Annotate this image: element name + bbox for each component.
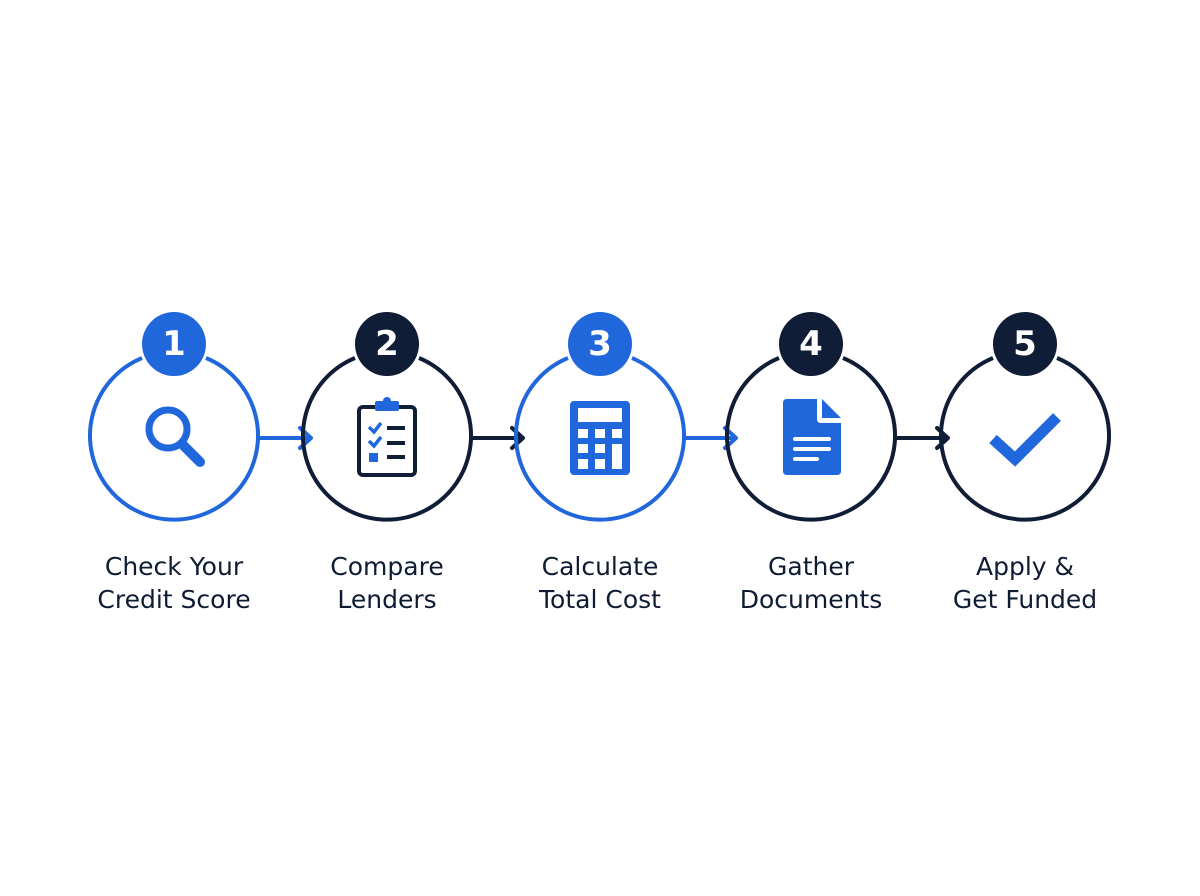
- step-5: 5 Apply &Get Funded: [915, 312, 1135, 632]
- step-ring: [514, 356, 686, 522]
- clipboard-checklist-icon: [357, 397, 417, 477]
- step-number-badge: 4: [779, 312, 843, 376]
- magnifier-icon: [145, 406, 205, 467]
- step-number-badge: 3: [568, 312, 632, 376]
- step-number-badge: 1: [142, 312, 206, 376]
- step-number-badge: 5: [993, 312, 1057, 376]
- step-label: Apply &Get Funded: [952, 552, 1098, 614]
- step-ring: [88, 356, 260, 522]
- step-ring: [725, 356, 897, 522]
- step-ring: [301, 356, 473, 522]
- step-ring: [939, 356, 1111, 522]
- document-icon: [783, 399, 841, 475]
- step-number-badge: 2: [355, 312, 419, 376]
- checkmark-icon: [989, 413, 1061, 467]
- calculator-icon: [570, 401, 630, 475]
